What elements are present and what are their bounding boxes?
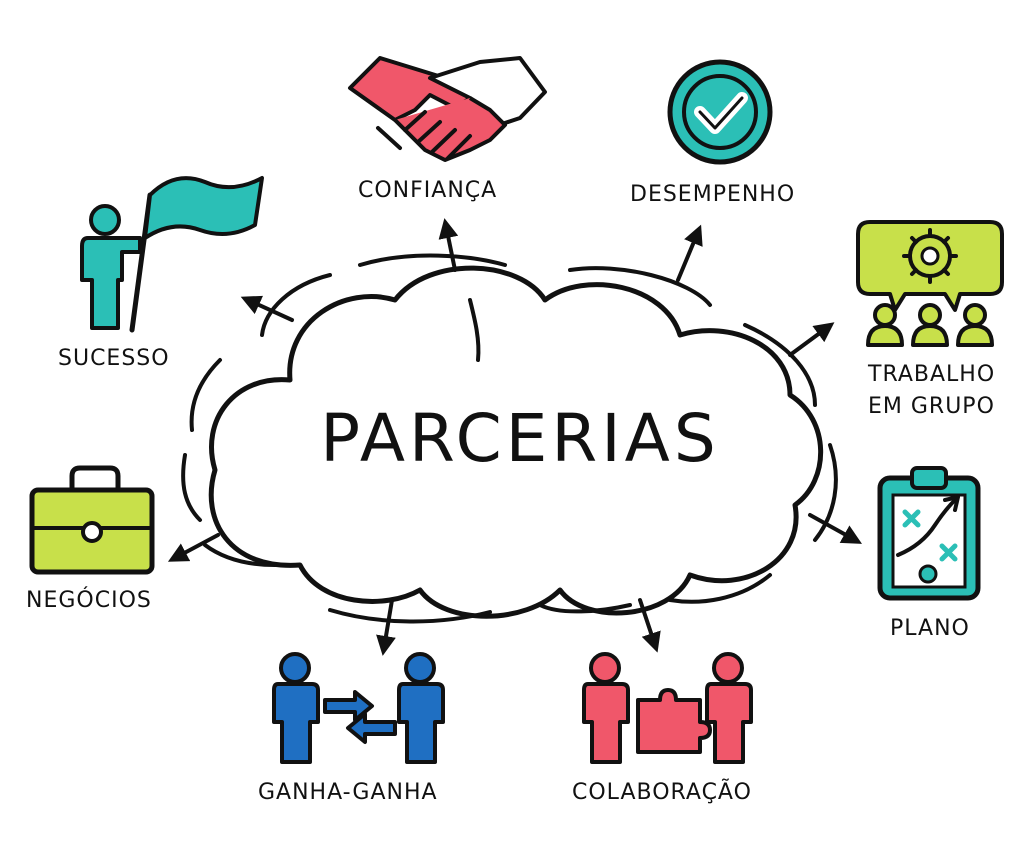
arrow-confianca — [438, 218, 459, 272]
central-cloud — [181, 253, 838, 624]
team-gear-icon — [856, 220, 1004, 347]
connector-arrows — [167, 218, 862, 656]
label-negocios: NEGÓCIOS — [26, 588, 152, 613]
label-ganha-ganha: GANHA-GANHA — [258, 780, 438, 805]
label-colaboracao: COLABORAÇÃO — [572, 780, 752, 805]
label-plano: PLANO — [890, 616, 970, 641]
label-confianca: CONFIANÇA — [358, 178, 498, 203]
arrow-colaboracao — [638, 598, 661, 653]
arrow-plano — [808, 513, 862, 544]
people-puzzle-icon — [582, 652, 753, 764]
person-flag-icon — [80, 176, 264, 333]
arrow-trabalho — [788, 322, 835, 357]
arrow-ganha — [376, 598, 396, 656]
briefcase-icon — [29, 465, 155, 575]
label-trabalho-line2: EM GRUPO — [868, 394, 995, 419]
arrow-sucesso — [240, 295, 294, 322]
label-trabalho-line1: TRABALHO — [868, 362, 996, 387]
center-title: PARCERIAS — [320, 400, 720, 477]
label-desempenho: DESEMPENHO — [630, 182, 796, 207]
arrow-negocios — [167, 533, 220, 562]
people-exchange-icon — [272, 652, 445, 764]
arrow-desempenho — [676, 224, 703, 282]
label-sucesso: SUCESSO — [58, 346, 170, 371]
checkmark-badge-icon — [667, 59, 773, 165]
clipboard-strategy-icon — [877, 466, 981, 601]
handshake-icon — [348, 56, 547, 162]
